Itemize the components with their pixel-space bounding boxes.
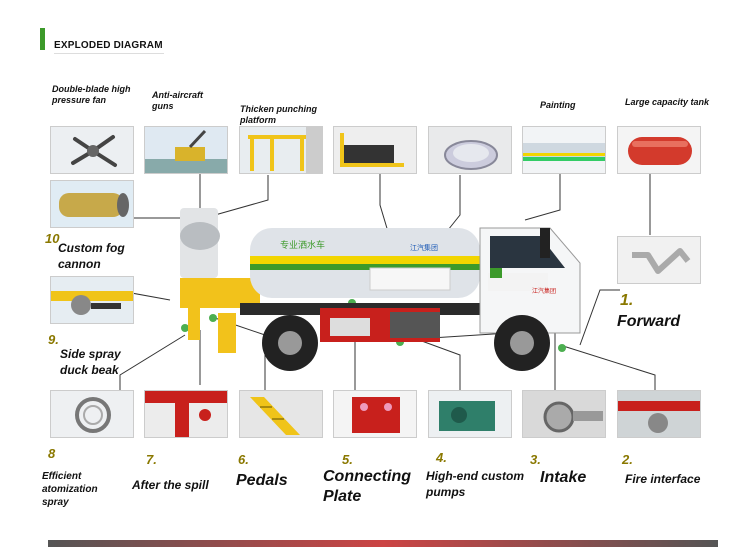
thumb-atomization [50, 390, 134, 438]
label-atomization: Efficient atomization spray [42, 471, 98, 508]
number-9: 9. [48, 332, 59, 347]
number-4: 4. [436, 450, 447, 465]
truck-brand-text: 江汽集团 [410, 243, 438, 252]
thumb-pump [428, 390, 512, 438]
thumb-fan [50, 126, 134, 174]
label-painting: Painting [540, 100, 576, 110]
thumb-platform [239, 126, 323, 174]
thumb-forward [617, 236, 701, 284]
thumb-painting [522, 126, 606, 174]
header-rule [54, 53, 164, 54]
thumb-tank [617, 126, 701, 174]
label-guns: Anti-aircraft guns [152, 90, 204, 111]
thumb-pedals [239, 390, 323, 438]
thumb-fire-interface [617, 390, 701, 438]
label-platform: Thicken punching platform [240, 104, 318, 125]
number-2: 2. [622, 452, 633, 467]
label-pedals: Pedals [236, 472, 288, 489]
number-6: 6. [238, 452, 249, 467]
thumb-after-spill [144, 390, 228, 438]
thumb-connecting-plate [333, 390, 417, 438]
label-fan: Double-blade high pressure fan [52, 84, 131, 105]
number-7: 7. [146, 452, 157, 467]
thumb-side-spray [50, 276, 134, 324]
truck-illustration: 专业洒水车 江汽集团 江汽集团 [180, 208, 581, 371]
thumb-rack [333, 126, 417, 174]
thumb-guns [144, 126, 228, 174]
truck-tank-text: 专业洒水车 [280, 239, 325, 251]
page-title: EXPLODED DIAGRAM [54, 40, 163, 51]
truck-cab-text: 江汽集团 [532, 287, 556, 295]
label-intake: Intake [540, 469, 587, 486]
label-pumps: High-end custom pumps [426, 469, 524, 499]
label-forward: Forward [617, 313, 681, 330]
thumb-fog-cannon [50, 180, 134, 228]
label-fog-cannon: Custom fog cannon [58, 241, 125, 271]
number-5: 5. [342, 452, 353, 467]
thumb-intake [522, 390, 606, 438]
number-8: 8 [48, 446, 56, 461]
number-3: 3. [530, 452, 541, 467]
label-connecting-plate: Connecting Plate [323, 468, 411, 505]
number-1: 1. [620, 292, 634, 309]
label-side-spray: Side spray duck beak [60, 347, 121, 377]
label-tank: Large capacity tank [625, 97, 710, 107]
header-accent-bar [40, 28, 45, 50]
label-fire-interface: Fire interface [625, 472, 701, 486]
thumb-manhole [428, 126, 512, 174]
bottom-strip [48, 540, 718, 547]
number-10: 10 [45, 231, 60, 246]
label-after-spill: After the spill [132, 478, 209, 492]
